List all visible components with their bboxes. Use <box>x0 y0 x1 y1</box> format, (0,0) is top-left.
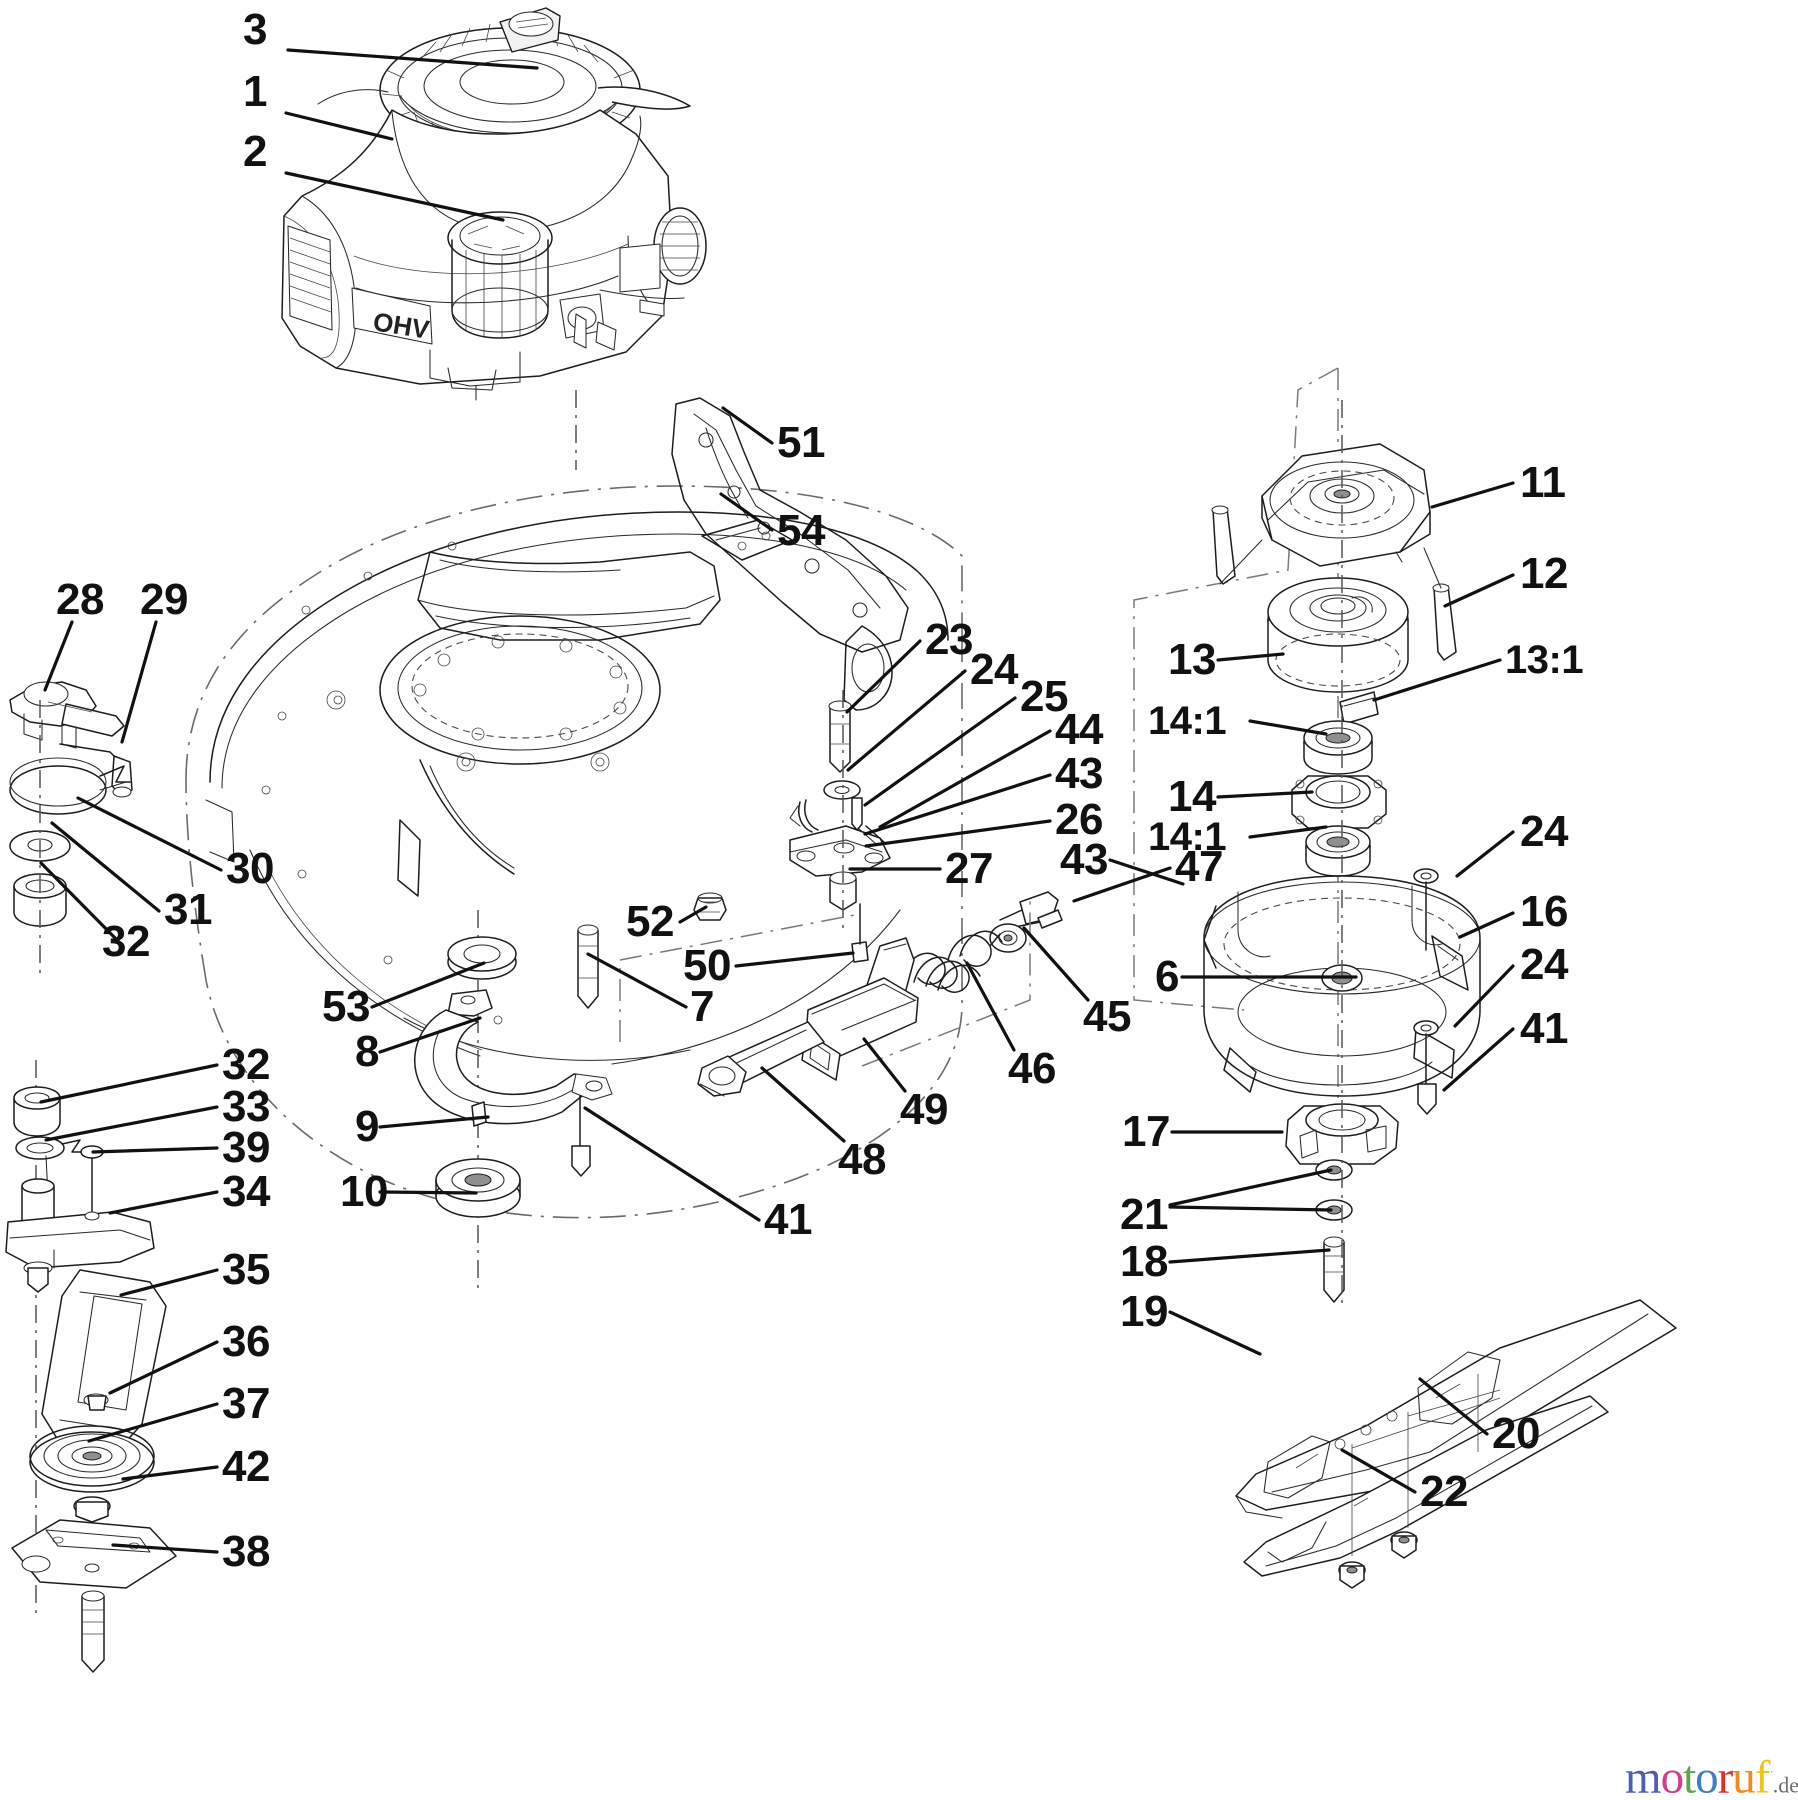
callout-number-35: 35 <box>222 1245 270 1294</box>
callout-number-1: 1 <box>243 67 267 116</box>
callout-number-6: 6 <box>1155 952 1179 1001</box>
tension-rod-art <box>620 892 1062 1096</box>
callout-number-25: 25 <box>1020 672 1068 721</box>
callout-number-48: 48 <box>838 1135 886 1184</box>
watermark-letter: f <box>1754 1751 1771 1800</box>
callout-number-30: 30 <box>226 844 274 893</box>
left-upper-parts-art <box>10 682 132 980</box>
watermark-letter: r <box>1717 1751 1734 1800</box>
callout-number-27: 27 <box>945 844 993 893</box>
callout-number-24: 24 <box>1520 807 1568 856</box>
idler-bracket-art <box>790 690 890 930</box>
callout-number-16: 16 <box>1520 887 1568 936</box>
callout-number-18: 18 <box>1120 1237 1168 1286</box>
callout-number-45: 45 <box>1083 992 1131 1041</box>
callout-number-14: 14 <box>1168 772 1216 821</box>
callout-number-17: 17 <box>1122 1107 1170 1156</box>
callout-number-36: 36 <box>222 1317 270 1366</box>
callout-number-31: 31 <box>164 885 212 934</box>
callout-number-47: 47 <box>1175 842 1223 891</box>
callout-number-20: 20 <box>1492 1409 1540 1458</box>
callout-number-38: 38 <box>222 1527 270 1576</box>
callout-number-29: 29 <box>140 575 188 624</box>
watermark-trademark-dot: · <box>1769 1764 1773 1779</box>
callout-number-43: 43 <box>1060 835 1108 884</box>
callout-number-22: 22 <box>1420 1467 1468 1516</box>
callout-number-32: 32 <box>102 917 150 966</box>
mower-deck-art <box>186 398 962 1218</box>
callout-number-49: 49 <box>900 1085 948 1134</box>
callout-number-2: 2 <box>243 127 267 176</box>
callout-number-14-1: 14:1 <box>1148 815 1227 859</box>
watermark-letter: t <box>1683 1751 1696 1800</box>
engine-assembly-art: OHV <box>282 8 706 400</box>
blade-assembly-art <box>1236 1300 1676 1588</box>
callout-number-13-1: 13:1 <box>1505 638 1584 682</box>
callout-number-13: 13 <box>1168 635 1216 684</box>
callout-number-19: 19 <box>1120 1287 1168 1336</box>
watermark-suffix: .de <box>1772 1772 1798 1798</box>
callout-number-41: 41 <box>1520 1004 1568 1053</box>
callout-number-21: 21 <box>1120 1190 1168 1239</box>
callout-number-7: 7 <box>690 982 714 1031</box>
callout-number-42: 42 <box>222 1442 270 1491</box>
callout-number-11: 11 <box>1520 458 1566 507</box>
callout-number-37: 37 <box>222 1379 270 1428</box>
watermark-letter: o <box>1695 1751 1718 1800</box>
callout-number-28: 28 <box>56 575 104 624</box>
callout-number-50: 50 <box>683 941 731 990</box>
callout-number-53: 53 <box>322 982 370 1031</box>
callout-number-33: 33 <box>222 1082 270 1131</box>
callout-number-34: 34 <box>222 1167 270 1216</box>
left-lower-parts-art <box>6 1060 176 1672</box>
callout-number-46: 46 <box>1008 1044 1056 1093</box>
callout-number-39: 39 <box>222 1123 270 1172</box>
center-lower-parts-art <box>415 893 868 1290</box>
callout-number-52: 52 <box>626 897 674 946</box>
callout-number-44: 44 <box>1055 705 1103 754</box>
callout-number-51: 51 <box>777 418 825 467</box>
callout-number-41: 41 <box>764 1195 812 1244</box>
callout-number-9: 9 <box>355 1102 379 1151</box>
callout-number-43: 43 <box>1055 749 1103 798</box>
watermark-letter: o <box>1660 1751 1684 1800</box>
callout-number-10: 10 <box>340 1167 388 1216</box>
watermark-motoruf: motoruf·.de <box>1625 1748 1798 1800</box>
watermark-letter: u <box>1732 1751 1755 1800</box>
callout-number-24: 24 <box>970 645 1018 694</box>
callout-number-24: 24 <box>1520 940 1568 989</box>
callout-number-23: 23 <box>925 615 973 664</box>
right-column-art <box>1134 368 1480 1310</box>
callout-number-32: 32 <box>222 1040 270 1089</box>
callout-number-14-1: 14:1 <box>1148 699 1227 743</box>
callout-number-3: 3 <box>243 5 267 54</box>
callout-number-12: 12 <box>1520 549 1568 598</box>
callout-number-26: 26 <box>1055 795 1103 844</box>
callout-number-54: 54 <box>777 506 825 555</box>
watermark-letter: m <box>1625 1751 1662 1800</box>
callout-number-8: 8 <box>355 1027 379 1076</box>
